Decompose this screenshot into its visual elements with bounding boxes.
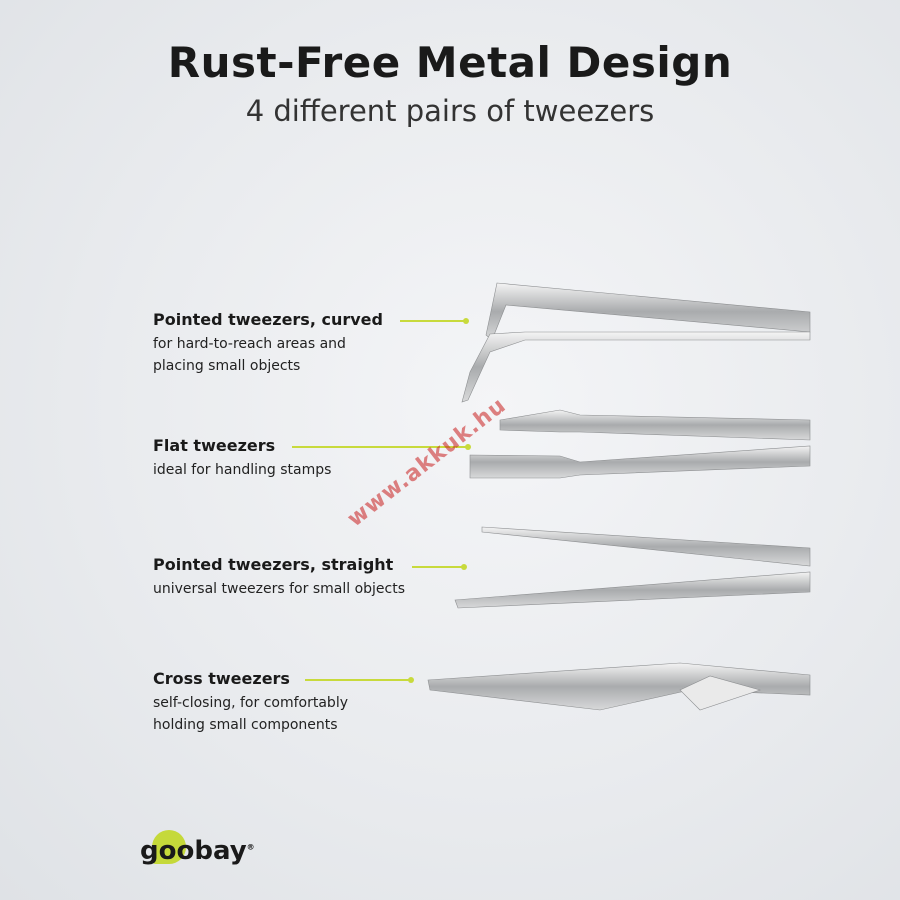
callout-line [400, 318, 469, 324]
page-subtitle: 4 different pairs of tweezers [245, 94, 655, 128]
feature-description: for hard-to-reach areas and placing smal… [153, 336, 346, 374]
goobay-logo: goobay® [140, 830, 255, 866]
feature-description: self-closing, for comfortably holding sm… [153, 695, 348, 733]
feature-title: Cross tweezers [153, 669, 290, 688]
callout-line [412, 564, 467, 570]
logo-text: goobay [140, 836, 247, 866]
cross-tweezers [427, 662, 811, 711]
feature-flat: Flat tweezers ideal for handling stamps [153, 435, 331, 481]
feature-title: Pointed tweezers, curved [153, 310, 383, 329]
feature-title: Flat tweezers [153, 436, 276, 455]
feature-cross: Cross tweezers self-closing, for comfort… [153, 668, 393, 736]
callout-line [292, 444, 471, 450]
page-title: Rust-Free Metal Design [167, 38, 733, 87]
feature-description: universal tweezers for small objects [153, 581, 406, 597]
feature-title: Pointed tweezers, straight [153, 555, 394, 574]
feature-straight: Pointed tweezers, straight universal twe… [153, 554, 405, 600]
callout-line [305, 677, 414, 683]
flat-tweezers [469, 409, 811, 479]
pointed-straight-tweezers [454, 526, 811, 609]
curved-tweezers [461, 282, 811, 403]
feature-curved: Pointed tweezers, curved for hard-to-rea… [153, 309, 393, 377]
feature-description: ideal for handling stamps [153, 462, 332, 478]
